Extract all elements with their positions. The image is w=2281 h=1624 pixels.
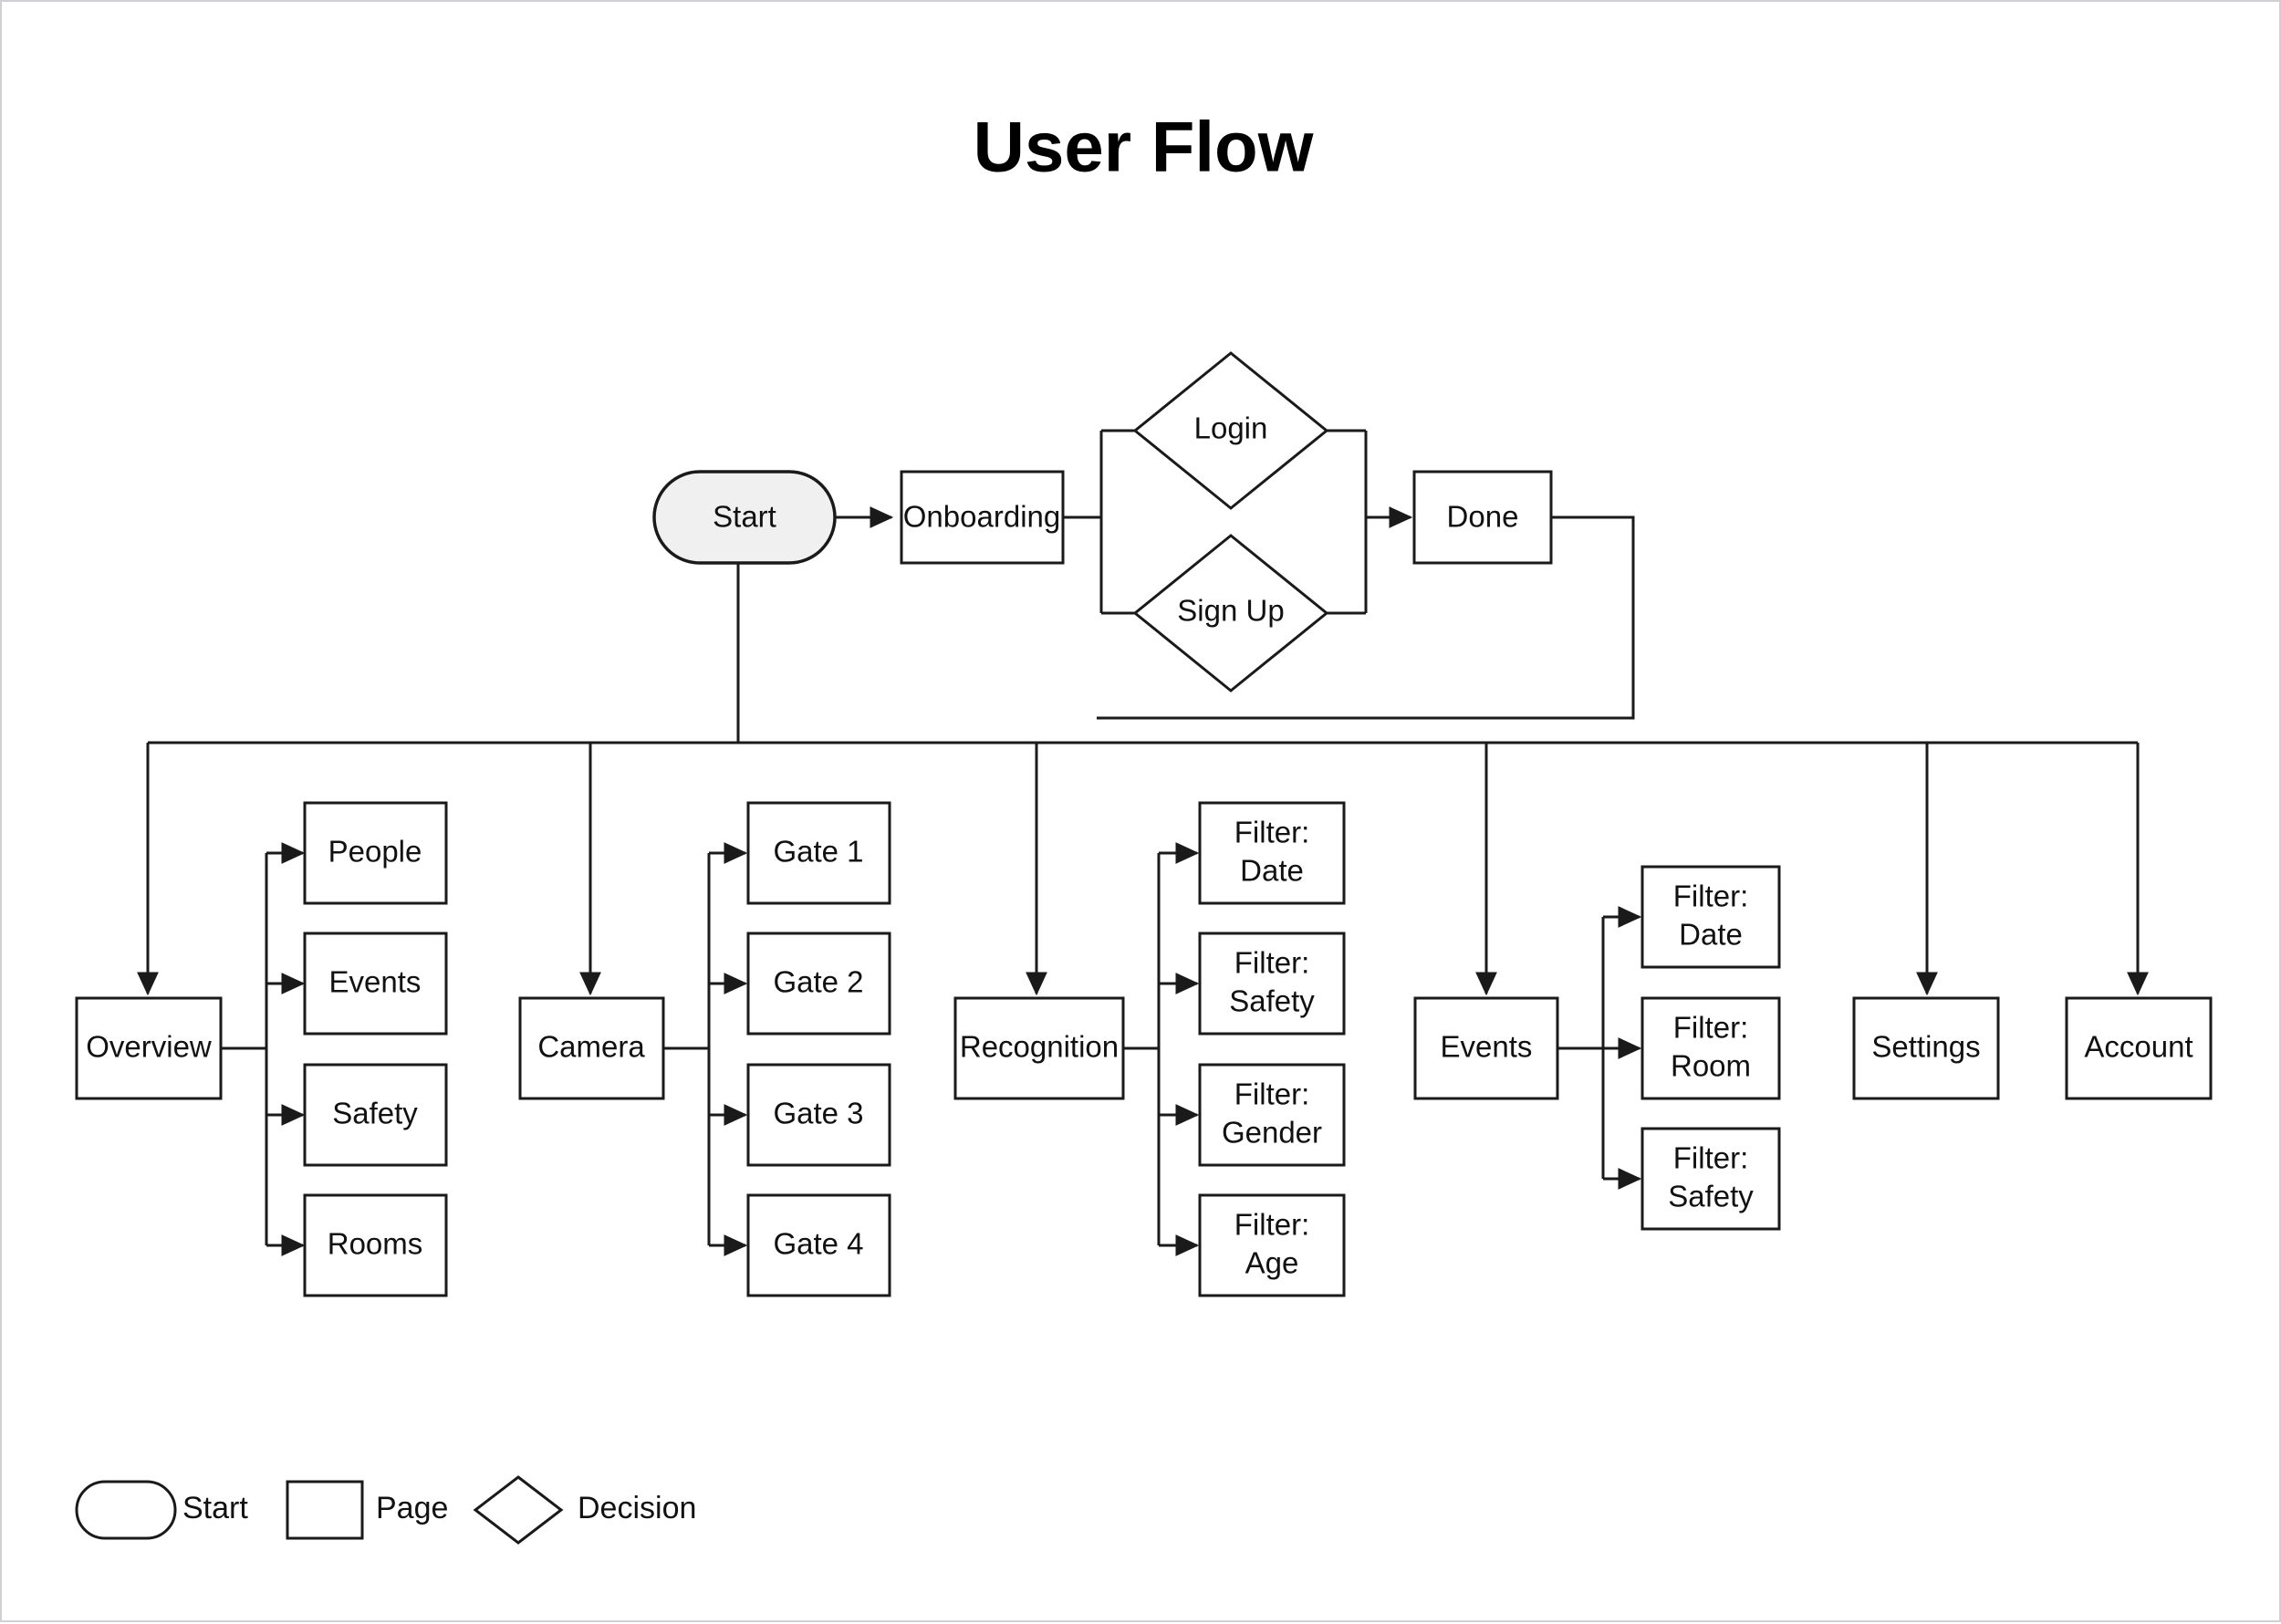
node-overview-events[interactable]: Events bbox=[303, 932, 448, 1036]
node-gate-3-label: Gate 3 bbox=[773, 1097, 863, 1130]
node-events-filter-date-line2: Date bbox=[1679, 918, 1743, 952]
node-recognition-filter-safety-line1: Filter: bbox=[1234, 946, 1310, 980]
node-events-label: Events bbox=[1441, 1030, 1533, 1064]
node-events-filter-safety-shape bbox=[1640, 1127, 1781, 1231]
legend-item-page: Page bbox=[286, 1480, 448, 1540]
node-overview-events-label: Events bbox=[329, 965, 422, 999]
node-recognition-filter-safety-line2: Safety bbox=[1229, 984, 1315, 1018]
legend-start-label: Start bbox=[182, 1491, 248, 1525]
node-gate-4-shape bbox=[746, 1193, 891, 1297]
node-overview-safety-shape bbox=[303, 1063, 448, 1167]
node-start[interactable]: Start bbox=[652, 470, 837, 565]
node-recognition-filter-age-line2: Age bbox=[1245, 1246, 1299, 1280]
legend-page-label: Page bbox=[376, 1491, 448, 1525]
node-gate-3[interactable]: Gate 3 bbox=[746, 1063, 891, 1167]
node-recognition-filter-date[interactable]: Filter: Date bbox=[1198, 801, 1346, 905]
node-overview-label: Overview bbox=[86, 1030, 212, 1064]
node-recognition-filter-age-line1: Filter: bbox=[1234, 1208, 1310, 1242]
node-gate-4-label: Gate 4 bbox=[773, 1227, 863, 1261]
node-events-filter-safety-line2: Safety bbox=[1668, 1180, 1754, 1213]
node-onboarding[interactable]: Onboarding bbox=[900, 470, 1065, 565]
legend-start-icon bbox=[75, 1480, 177, 1540]
node-events-filter-date[interactable]: Filter: Date bbox=[1640, 865, 1781, 969]
node-overview-safety[interactable]: Safety bbox=[303, 1063, 448, 1167]
node-recognition-filter-gender[interactable]: Filter: Gender bbox=[1198, 1063, 1346, 1167]
legend-decision-label: Decision bbox=[578, 1491, 696, 1525]
node-camera-label: Camera bbox=[537, 1030, 645, 1064]
node-recognition-filter-date-line2: Date bbox=[1240, 854, 1304, 888]
node-events-filter-room-line1: Filter: bbox=[1673, 1011, 1749, 1045]
node-recognition-label: Recognition bbox=[960, 1030, 1119, 1064]
node-done[interactable]: Done bbox=[1412, 470, 1553, 565]
node-rooms-label: Rooms bbox=[328, 1227, 423, 1261]
node-signup-shape bbox=[1132, 534, 1329, 692]
node-rooms[interactable]: Rooms bbox=[303, 1193, 448, 1297]
node-recognition-filter-date-shape bbox=[1198, 801, 1346, 905]
node-gate-1-label: Gate 1 bbox=[773, 835, 863, 869]
node-login[interactable]: Login bbox=[1132, 351, 1329, 510]
node-settings-shape bbox=[1852, 996, 2000, 1100]
node-recognition-filter-date-line1: Filter: bbox=[1234, 816, 1310, 849]
legend-decision-icon bbox=[473, 1475, 564, 1545]
node-gate-2-shape bbox=[746, 932, 891, 1036]
node-account-shape bbox=[2065, 996, 2213, 1100]
node-recognition-filter-gender-shape bbox=[1198, 1063, 1346, 1167]
node-done-shape bbox=[1412, 470, 1553, 565]
node-overview-safety-label: Safety bbox=[332, 1097, 418, 1130]
node-events-filter-date-shape bbox=[1640, 865, 1781, 969]
node-recognition[interactable]: Recognition bbox=[953, 996, 1125, 1100]
node-onboarding-label: Onboarding bbox=[903, 500, 1060, 534]
page-title: User Flow bbox=[974, 107, 1314, 187]
node-camera[interactable]: Camera bbox=[518, 996, 665, 1100]
edge-done-to-bus bbox=[1097, 515, 1635, 720]
node-events-filter-date-line1: Filter: bbox=[1673, 880, 1749, 913]
node-account[interactable]: Account bbox=[2065, 996, 2213, 1100]
node-gate-3-shape bbox=[746, 1063, 891, 1167]
node-events-shape bbox=[1413, 996, 1559, 1100]
node-login-label: Login bbox=[1194, 411, 1268, 445]
node-people-label: People bbox=[328, 835, 422, 869]
legend: Start Page Decision bbox=[75, 1475, 696, 1545]
node-signup[interactable]: Sign Up bbox=[1132, 534, 1329, 692]
node-overview-shape bbox=[75, 996, 223, 1100]
node-gate-4[interactable]: Gate 4 bbox=[746, 1193, 891, 1297]
node-gate-1[interactable]: Gate 1 bbox=[746, 801, 891, 905]
legend-item-decision: Decision bbox=[473, 1475, 696, 1545]
node-gate-2[interactable]: Gate 2 bbox=[746, 932, 891, 1036]
node-events-filter-room-line2: Room bbox=[1671, 1049, 1751, 1083]
node-events[interactable]: Events bbox=[1413, 996, 1559, 1100]
node-gate-1-shape bbox=[746, 801, 891, 905]
node-overview-events-shape bbox=[303, 932, 448, 1036]
node-recognition-filter-gender-line2: Gender bbox=[1222, 1116, 1322, 1150]
node-settings-label: Settings bbox=[1871, 1030, 1980, 1064]
node-rooms-shape bbox=[303, 1193, 448, 1297]
node-recognition-filter-age[interactable]: Filter: Age bbox=[1198, 1193, 1346, 1297]
node-account-label: Account bbox=[2084, 1030, 2192, 1064]
node-people-shape bbox=[303, 801, 448, 905]
node-events-filter-safety-line1: Filter: bbox=[1673, 1141, 1749, 1175]
node-start-label: Start bbox=[713, 500, 776, 534]
node-events-filter-safety[interactable]: Filter: Safety bbox=[1640, 1127, 1781, 1231]
node-recognition-shape bbox=[953, 996, 1125, 1100]
node-start-shape bbox=[652, 470, 837, 565]
node-overview[interactable]: Overview bbox=[75, 996, 223, 1100]
node-people[interactable]: People bbox=[303, 801, 448, 905]
node-onboarding-shape bbox=[900, 470, 1065, 565]
node-camera-shape bbox=[518, 996, 665, 1100]
node-events-filter-room-shape bbox=[1640, 996, 1781, 1100]
node-recognition-filter-gender-line1: Filter: bbox=[1234, 1077, 1310, 1111]
legend-item-start: Start bbox=[75, 1480, 248, 1540]
node-gate-2-label: Gate 2 bbox=[773, 965, 863, 999]
legend-page-icon bbox=[286, 1480, 364, 1540]
node-recognition-filter-age-shape bbox=[1198, 1193, 1346, 1297]
node-events-filter-room[interactable]: Filter: Room bbox=[1640, 996, 1781, 1100]
node-signup-label: Sign Up bbox=[1177, 594, 1284, 628]
node-done-label: Done bbox=[1447, 500, 1519, 534]
node-recognition-filter-safety-shape bbox=[1198, 932, 1346, 1036]
node-settings[interactable]: Settings bbox=[1852, 996, 2000, 1100]
node-login-shape bbox=[1132, 351, 1329, 510]
node-recognition-filter-safety[interactable]: Filter: Safety bbox=[1198, 932, 1346, 1036]
